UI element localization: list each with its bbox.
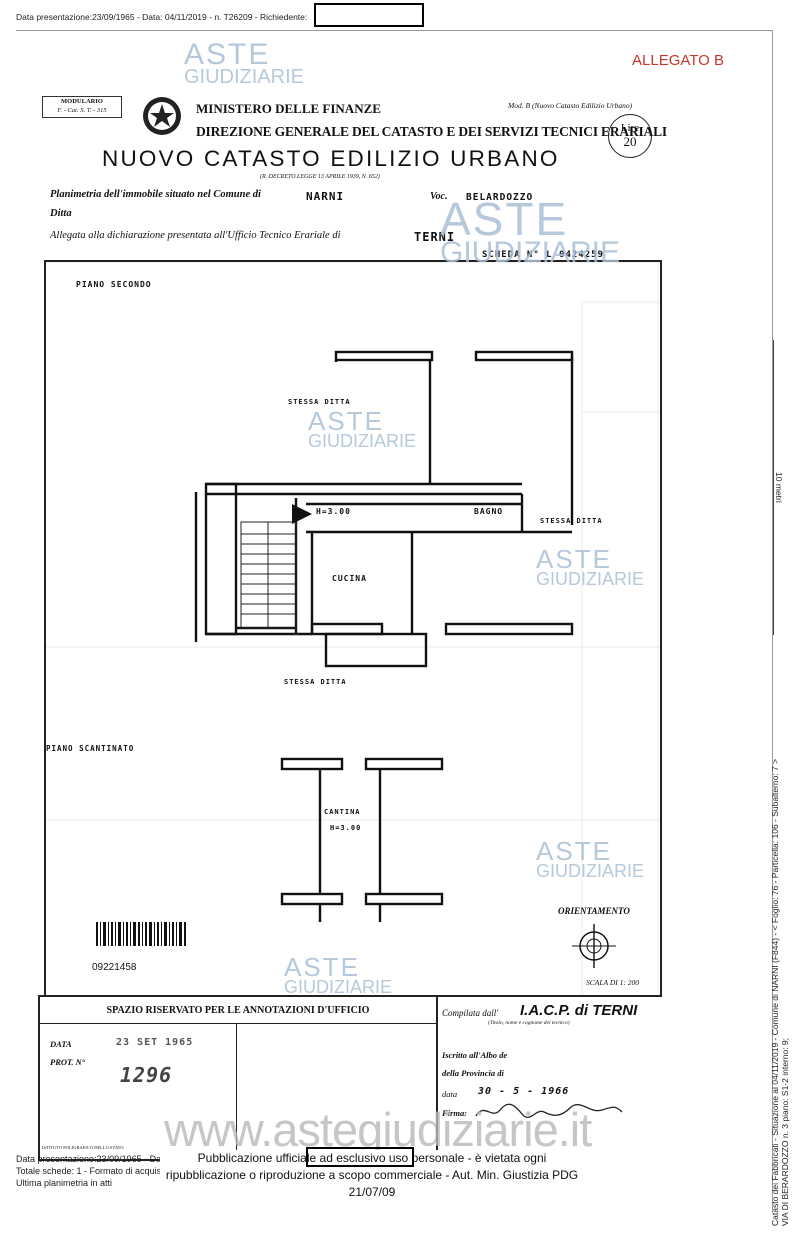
ministry-line1: MINISTERO DELLE FINANZE <box>196 101 381 116</box>
footer-notice: Pubblicazione ufficiale ad esclusivo uso… <box>160 1150 584 1201</box>
lire-label: Lire <box>620 122 640 134</box>
voc-label: Voc. <box>430 191 448 202</box>
watermark-brand-1: ASTE <box>308 406 384 436</box>
emblem-icon <box>140 94 184 138</box>
watermark-brand-2: GIUDIZIARIE <box>308 431 417 451</box>
mod-label: Mod. B (Nuovo Catasto Edilizio Urbano) <box>508 101 633 110</box>
watermark-brand-1: ASTE <box>284 952 360 982</box>
page-frame <box>16 30 773 1213</box>
drawing-area <box>44 260 662 997</box>
bagno-label: BAGNO <box>474 507 504 516</box>
scala-label: SCALA DI 1: 200 <box>586 978 639 987</box>
modulario-box: MODULARIO F. - Cat. S. T. - 315 <box>42 96 122 118</box>
ncu-title: NUOVO CATASTO EDILIZIO URBANO <box>102 146 560 171</box>
watermark-brand-2: GIUDIZIARIE <box>440 236 621 269</box>
cantina-h-label: H=3.00 <box>330 824 362 832</box>
header-line: Data presentazione:23/09/1965 - Data: 04… <box>16 12 308 22</box>
data-value: 23 SET 1965 <box>116 1037 194 1048</box>
prot-label: PROT. N° <box>50 1057 86 1067</box>
scheda-value: SCHEDA N° L 0424259 <box>482 250 604 260</box>
compilata-label: Compilata dall' <box>442 1008 499 1018</box>
watermark-brand-1: ASTE <box>184 38 271 71</box>
watermark-brand-2: GIUDIZIARIE <box>536 569 645 589</box>
ditta-label: Ditta <box>50 208 72 219</box>
lire-value: 20 <box>623 134 637 149</box>
lire-stamp: Lire 20 <box>608 114 652 158</box>
footer-notice-2: ripubblicazione o riproduzione a scopo c… <box>165 1168 579 1199</box>
compilata-sub: (Titolo, nome e cognome del tecnico) <box>488 1020 570 1026</box>
side-line1: Catasto dei Fabbricati - Situazione al 0… <box>770 758 780 1226</box>
watermark-brand-1: ASTE <box>536 836 612 866</box>
spazio-label: SPAZIO RISERVATO PER LE ANNOTAZIONI D'UF… <box>40 997 436 1024</box>
allegata-label: Allegata alla dichiarazione presentata a… <box>50 230 341 241</box>
watermark-brand-1: ASTE <box>536 544 612 574</box>
firma-label: Firma: <box>442 1108 468 1118</box>
cucina-label: CUCINA <box>332 574 367 583</box>
floor-plan <box>46 262 660 995</box>
footer-notice-1: Pubblicazione ufficiale ad esclusivo uso… <box>197 1151 547 1165</box>
orientamento-label: ORIENTAMENTO <box>558 906 630 916</box>
watermark-logo: ASTE GIUDIZIARIE <box>536 838 644 880</box>
iscritto-label: Iscritto all'Albo de <box>442 1050 508 1060</box>
office-divider <box>236 1023 237 1159</box>
watermark-brand-2: GIUDIZIARIE <box>184 66 305 88</box>
data-firma-label: data <box>442 1089 458 1099</box>
istituto-label: ISTITUTO POLIGRAFICO DELLO STATO <box>42 1145 124 1150</box>
piano-secondo-label: PIANO SECONDO <box>76 280 152 289</box>
h-label: H=3.00 <box>316 507 351 516</box>
modulario-title: MODULARIO <box>61 98 103 105</box>
voc-value: BELARDOZZO <box>466 192 534 203</box>
ufficio-value: TERNI <box>414 230 456 244</box>
scale-bar <box>773 340 774 635</box>
comune-value: NARNI <box>306 190 345 203</box>
redacted-box <box>306 1147 414 1167</box>
barcode-number: 09221458 <box>92 962 137 973</box>
planimetria-label: Planimetria dell'immobile situato nel Co… <box>50 189 261 200</box>
provincia-label: della Provincia di <box>442 1068 504 1078</box>
decree-label: (R. DECRETO LEGGE 13 APRILE 1939, N. 652… <box>260 174 380 180</box>
watermark-logo: ASTE GIUDIZIARIE <box>308 408 416 450</box>
watermark-logo: ASTE GIUDIZIARIE <box>284 954 392 996</box>
signature-icon <box>474 1100 624 1122</box>
modulario-code: F. - Cat. S. T. - 315 <box>57 107 107 114</box>
watermark-logo: ASTE GIUDIZIARIE <box>440 196 620 268</box>
side-line2: VIA DI BERARDOZZO n. 3 piano: S1-2 inter… <box>780 1037 790 1226</box>
stessa-ditta-right: STESSA DITTA <box>540 517 603 525</box>
compilata-value: I.A.C.P. di TERNI <box>520 1002 638 1019</box>
office-box: SPAZIO RISERVATO PER LE ANNOTAZIONI D'UF… <box>38 995 438 1161</box>
cantina-label: CANTINA <box>324 808 361 816</box>
data-firma-value: 30 - 5 - 1966 <box>478 1086 570 1097</box>
piano-scantinato-label: PIANO SCANTINATO <box>46 744 135 753</box>
scale-bar-label: 10 metri <box>774 472 784 503</box>
allegato-label: ALLEGATO B <box>632 52 724 69</box>
watermark-brand-1: ASTE <box>440 193 569 245</box>
watermark-logo: ASTE GIUDIZIARIE <box>536 546 644 588</box>
data-label: DATA <box>50 1039 72 1049</box>
redacted-box <box>314 3 424 27</box>
stessa-ditta-bottom: STESSA DITTA <box>284 678 347 686</box>
ministry-line2: DIREZIONE GENERALE DEL CATASTO E DEI SER… <box>196 124 667 139</box>
watermark-brand-2: GIUDIZIARIE <box>536 861 645 881</box>
watermark-brand-2: GIUDIZIARIE <box>284 977 393 997</box>
footer-line3: Ultima planimetria in atti <box>16 1178 113 1188</box>
stessa-ditta-top: STESSA DITTA <box>288 398 351 406</box>
watermark-logo: ASTE GIUDIZIARIE <box>184 38 305 88</box>
prot-value: 1296 <box>120 1063 173 1087</box>
